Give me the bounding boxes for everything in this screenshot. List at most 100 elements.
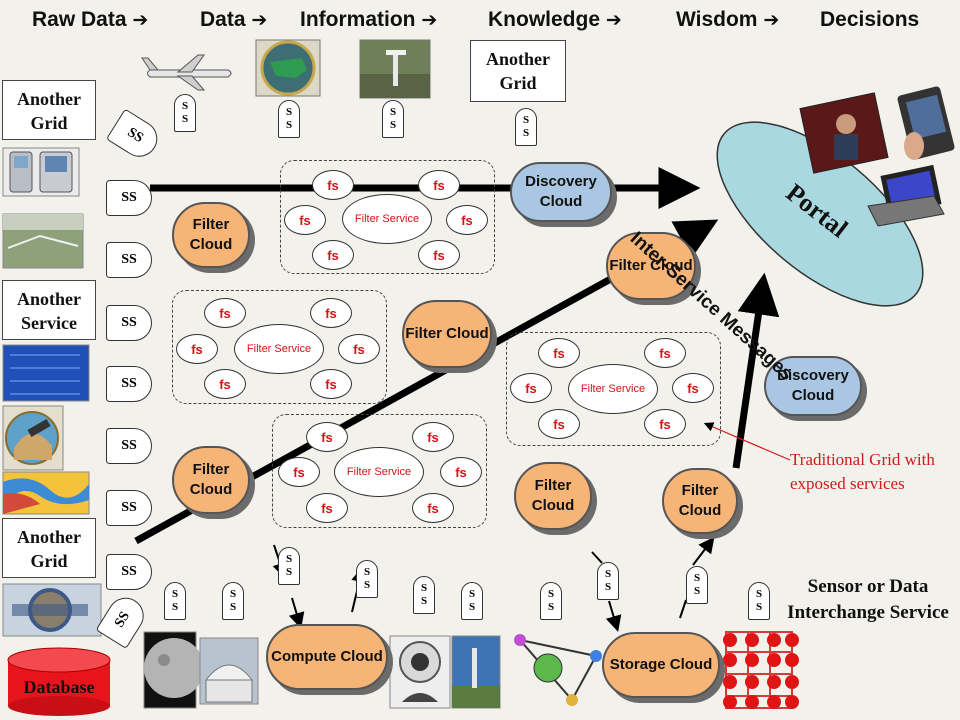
- database-label: Database: [23, 677, 95, 697]
- another-grid-box-right: Another Grid: [470, 40, 566, 102]
- ss-left-3: SS: [106, 305, 152, 341]
- sensor-grid-icon: [723, 631, 799, 709]
- observatory-photo: [199, 637, 259, 705]
- field-sensor-photo: [2, 213, 84, 269]
- webcam-icon: [389, 635, 451, 709]
- fs-node: fs: [306, 493, 348, 523]
- filter-service-group-3: [272, 414, 487, 528]
- fs-node: fs: [278, 457, 320, 487]
- fs-node: fs: [204, 369, 246, 399]
- filter-cloud: Filter Cloud: [402, 300, 492, 368]
- stage-data: Data ➔: [200, 8, 268, 31]
- traditional-grid-note: Traditional Grid with exposed services: [790, 450, 935, 493]
- laptop-icon: [867, 164, 945, 227]
- another-service-box: Another Service: [2, 280, 96, 340]
- filter-cloud: Filter Cloud: [606, 232, 696, 300]
- fs-node: fs: [510, 373, 552, 403]
- ss-left-7: SS: [106, 554, 152, 590]
- fs-node: fs: [306, 422, 348, 452]
- fs-node: fs: [310, 298, 352, 328]
- another-grid-box-bottom: Another Grid: [2, 518, 96, 578]
- fs-node: fs: [446, 205, 488, 235]
- filter-service-center: Filter Service: [342, 194, 432, 244]
- satellite-data-photo: [2, 344, 90, 402]
- storage-cloud: Storage Cloud: [602, 632, 720, 698]
- filter-service-group-4: [506, 332, 721, 446]
- weather-station-icon: [359, 39, 431, 99]
- database-icon: [7, 647, 111, 716]
- ss-left-4: SS: [106, 366, 152, 402]
- arrow-ss-to-storage: [605, 600, 622, 632]
- fs-node: fs: [310, 369, 352, 399]
- filter-cloud: Filter Cloud: [514, 462, 592, 530]
- fs-node: fs: [644, 338, 686, 368]
- portal-ellipse: [716, 121, 924, 307]
- stage-raw-data: Raw Data ➔: [32, 8, 149, 31]
- airplane-icon: [141, 54, 232, 91]
- filter-service-center: Filter Service: [234, 324, 324, 374]
- sensor-service-label: Sensor or Data Interchange Service: [787, 576, 949, 623]
- ss-left-5: SS: [106, 428, 152, 464]
- pda-icon: [2, 147, 80, 197]
- accelerator-photo: [2, 583, 102, 637]
- discovery-cloud: Discovery Cloud: [510, 162, 612, 222]
- stage-information: Information ➔: [300, 8, 438, 31]
- fs-node: fs: [338, 334, 380, 364]
- moon-photo: [143, 631, 204, 709]
- fs-node: fs: [418, 170, 460, 200]
- filter-service-center: Filter Service: [568, 364, 658, 414]
- ss-left-2: SS: [106, 242, 152, 278]
- arrow-to-storage: [591, 551, 603, 564]
- compute-cloud: Compute Cloud: [266, 624, 388, 690]
- fs-node: fs: [204, 298, 246, 328]
- ss-left-1: SS: [106, 180, 152, 216]
- fs-node: fs: [644, 409, 686, 439]
- fs-node: fs: [412, 493, 454, 523]
- fs-node: fs: [312, 240, 354, 270]
- discovery-cloud: Discovery Cloud: [764, 356, 862, 416]
- us-map-icon: [255, 39, 321, 97]
- filter-service-center: Filter Service: [334, 447, 424, 497]
- stage-decisions: Decisions: [820, 8, 920, 31]
- fs-node: fs: [284, 205, 326, 235]
- fs-node: fs: [418, 240, 460, 270]
- fs-node: fs: [538, 409, 580, 439]
- fs-node: fs: [312, 170, 354, 200]
- filter-service-group-1: [280, 160, 495, 274]
- telescope-photo: [451, 635, 501, 709]
- filter-cloud: Filter Cloud: [172, 202, 250, 268]
- tablet-icon: [897, 86, 955, 160]
- fs-node: fs: [176, 334, 218, 364]
- satellite-icon: [2, 405, 64, 471]
- arrow-storage-to-ss: [679, 599, 687, 619]
- presenter-photo-icon: [799, 92, 889, 174]
- color-map-photo: [2, 471, 90, 515]
- arrow-ss-down-compute: [288, 597, 305, 629]
- filter-cloud: Filter Cloud: [662, 468, 738, 534]
- right-message-arrow: [732, 272, 780, 469]
- fs-node: fs: [440, 457, 482, 487]
- fs-node: fs: [672, 373, 714, 403]
- arrow-ss-to-filter: [692, 536, 715, 566]
- filter-cloud: Filter Cloud: [172, 446, 250, 514]
- stage-knowledge: Knowledge ➔: [488, 8, 622, 31]
- fs-node: fs: [412, 422, 454, 452]
- sensor-network-icon: [514, 634, 602, 706]
- stage-wisdom: Wisdom ➔: [676, 8, 780, 31]
